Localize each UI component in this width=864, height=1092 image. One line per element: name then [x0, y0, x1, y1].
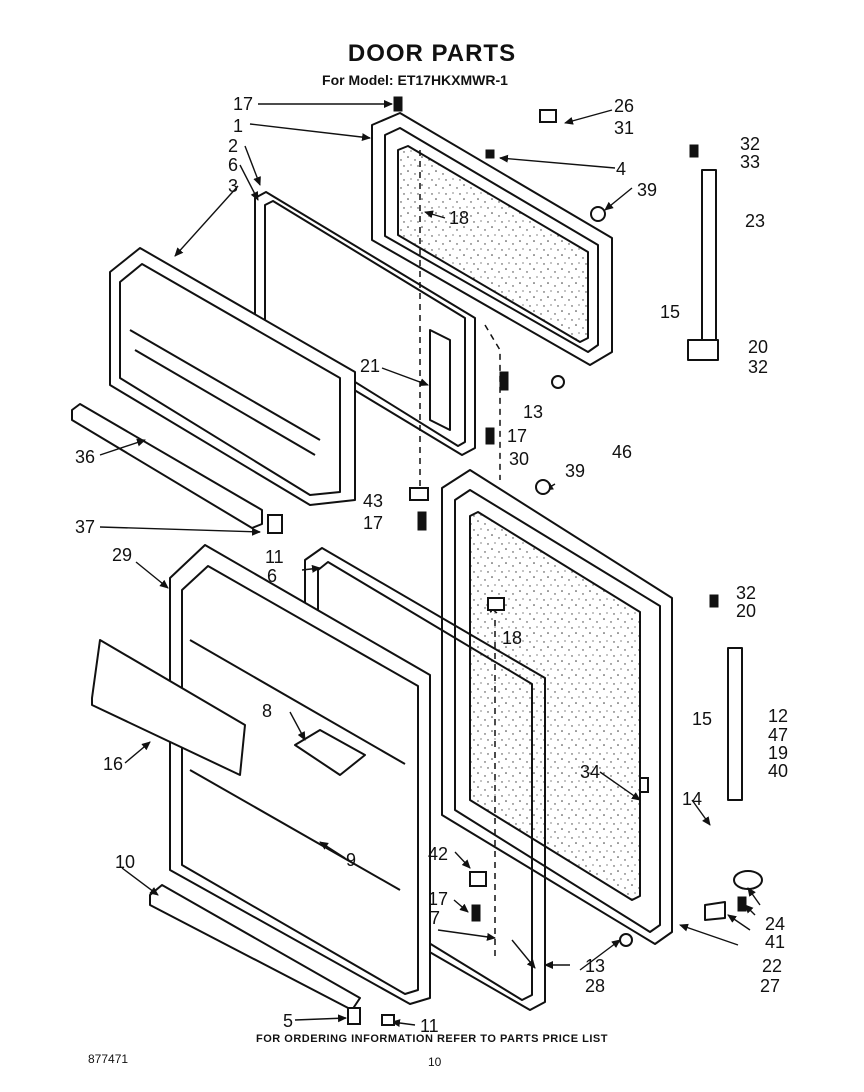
callout-label: 17 [428, 889, 448, 909]
callout-label: 18 [449, 208, 469, 228]
callout-label: 3 [228, 176, 238, 196]
callout-label: 36 [75, 447, 95, 467]
callout-label: 15 [660, 302, 680, 322]
callout-label: 24 [765, 914, 785, 934]
callout-labels: 17 1 2 6 3 26 31 32 33 4 39 18 23 15 20 … [75, 94, 788, 1036]
callout-label: 32 [740, 134, 760, 154]
callout-label: 16 [103, 754, 123, 774]
callout-label: 30 [509, 449, 529, 469]
callout-label: 17 [363, 513, 383, 533]
callout-label: 32 [748, 357, 768, 377]
ordering-info-note: FOR ORDERING INFORMATION REFER TO PARTS … [256, 1033, 608, 1045]
callout-label: 6 [267, 566, 277, 586]
callout-label: 28 [585, 976, 605, 996]
lower-hinge-bar [727, 647, 743, 801]
callout-label: 20 [736, 601, 756, 621]
callout-label: 5 [283, 1011, 293, 1031]
callout-label: 26 [614, 96, 634, 116]
callout-label: 29 [112, 545, 132, 565]
callout-label: 4 [616, 159, 626, 179]
callout-label: 13 [585, 956, 605, 976]
callout-label: 47 [768, 725, 788, 745]
callout-label: 40 [768, 761, 788, 781]
callout-label: 12 [768, 706, 788, 726]
callout-label: 11 [265, 547, 284, 567]
fresh-food-door-panel [441, 469, 673, 945]
callout-label: 22 [762, 956, 782, 976]
page-number: 10 [428, 1055, 442, 1069]
callout-label: 17 [233, 94, 253, 114]
document-number: 877471 [88, 1052, 129, 1066]
callout-label: 18 [502, 628, 522, 648]
callout-label: 39 [637, 180, 657, 200]
callout-label: 2 [228, 136, 238, 156]
callout-label: 46 [612, 442, 632, 462]
callout-label: 7 [430, 908, 440, 928]
callout-label: 13 [523, 402, 543, 422]
callout-label: 39 [565, 461, 585, 481]
callout-label: 11 [420, 1016, 439, 1036]
freezer-inner-liner [109, 247, 356, 506]
callout-label: 8 [262, 701, 272, 721]
bottom-shelf-rail [149, 884, 361, 1011]
callout-label: 20 [748, 337, 768, 357]
callout-label: 14 [682, 789, 702, 809]
callout-label: 6 [228, 155, 238, 175]
callout-label: 37 [75, 517, 95, 537]
callout-label: 9 [346, 850, 356, 870]
callout-label: 23 [745, 211, 765, 231]
callout-label: 21 [360, 356, 380, 376]
callout-label: 10 [115, 852, 135, 872]
callout-label: 15 [692, 709, 712, 729]
callout-label: 34 [580, 762, 600, 782]
callout-label: 31 [614, 118, 634, 138]
freezer-door-panel [371, 112, 613, 366]
callout-label: 17 [507, 426, 527, 446]
freezer-hinge-bar [687, 169, 719, 361]
model-subtitle: For Model: ET17HKXMWR-1 [322, 72, 508, 88]
callout-label: 42 [428, 844, 448, 864]
callout-label: 33 [740, 152, 760, 172]
callout-label: 1 [233, 116, 243, 136]
callout-label: 32 [736, 583, 756, 603]
callout-label: 41 [765, 932, 785, 952]
fresh-food-inner-liner [169, 544, 431, 1005]
callout-label: 19 [768, 743, 788, 763]
dairy-door [294, 729, 366, 776]
callout-label: 27 [760, 976, 780, 996]
fresh-food-shelf [91, 639, 246, 776]
callout-label: 43 [363, 491, 383, 511]
page-title: DOOR PARTS [347, 40, 517, 67]
freezer-shelf-rail [71, 403, 263, 529]
